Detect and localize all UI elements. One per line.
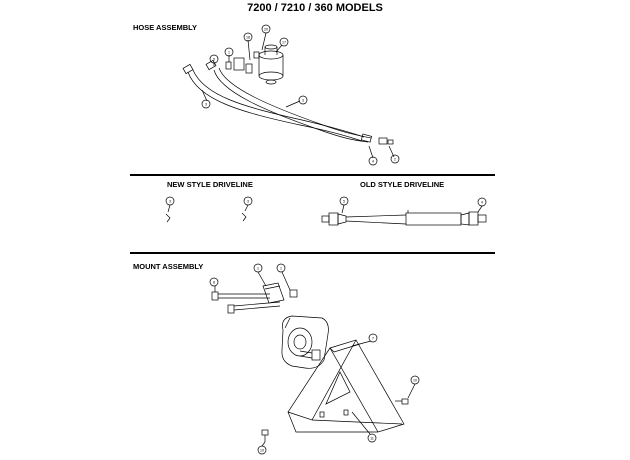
- callout-2: 2: [394, 157, 396, 161]
- section-title-new-style-driveline: NEW STYLE DRIVELINE: [167, 180, 253, 189]
- callout-new-3a: 3: [169, 199, 171, 203]
- mount-assembly-drawing: [209, 263, 420, 455]
- callout-mount-10b: 10: [260, 448, 264, 452]
- callout-mount-8: 8: [213, 280, 215, 284]
- callout-mount-11: 11: [370, 436, 374, 440]
- section-title-old-style-driveline: OLD STYLE DRIVELINE: [360, 180, 445, 189]
- new-style-driveline-drawing: [165, 196, 253, 223]
- hydraulic-motor: [258, 44, 284, 85]
- section-title-mount-assembly: MOUNT ASSEMBLY: [133, 262, 204, 271]
- callout-5: 5: [213, 57, 215, 61]
- callout-1: 1: [228, 50, 230, 54]
- callout-new-3b: 3: [247, 199, 249, 203]
- callout-mount-10a: 10: [413, 378, 417, 382]
- callout-3: 3: [205, 102, 207, 106]
- old-style-driveline-drawing: [321, 196, 487, 226]
- callout-old-4: 4: [481, 200, 483, 204]
- callout-3b: 3: [302, 98, 304, 102]
- mount-frame: [287, 339, 405, 433]
- callout-old-5: 5: [343, 199, 345, 203]
- callout-mount-7: 7: [372, 336, 374, 340]
- section-title-hose-assembly: HOSE ASSEMBLY: [133, 23, 198, 32]
- callout-mount-1b: 1: [280, 266, 282, 270]
- callout-17: 17: [282, 40, 286, 44]
- callout-mount-1a: 1: [257, 266, 259, 270]
- divider-lower: [130, 252, 495, 254]
- divider-upper: [130, 174, 495, 176]
- callout-20: 20: [264, 27, 268, 31]
- callout-4: 4: [372, 159, 374, 163]
- pump: [281, 315, 329, 369]
- callout-18: 18: [246, 35, 250, 39]
- hose-assembly-drawing: [182, 24, 400, 166]
- page-title: 7200 / 7210 / 360 MODELS: [247, 2, 383, 14]
